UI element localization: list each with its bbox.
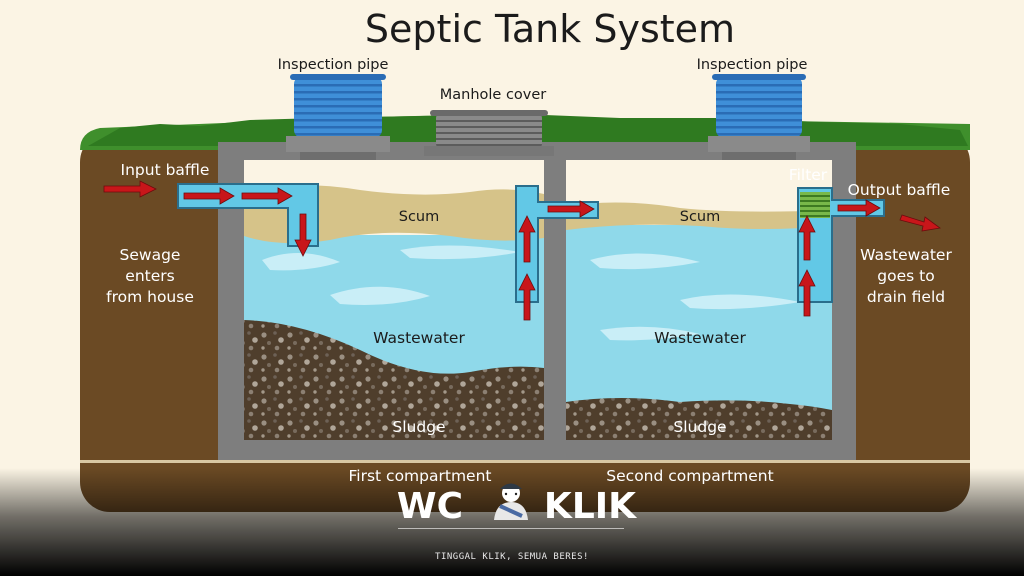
brand-right-text: KLIK [544,486,637,527]
inspection-pipe-right [708,74,810,160]
filter-element [800,192,830,218]
second-compartment-contents [566,202,832,440]
flow-arrow [837,199,881,217]
label-wastewater-right: Wastewater [654,329,746,347]
flow-arrow [518,273,536,321]
label-scum-right: Scum [680,209,721,225]
label-input-baffle: Input baffle [121,161,210,179]
flow-arrow [547,200,595,218]
label-second-compartment: Second compartment [606,467,773,485]
label-wastewater-left: Wastewater [373,329,465,347]
label-sewage-line1: Sewage [120,246,181,264]
inspection-pipe-left [286,74,390,160]
flow-arrow [241,187,293,205]
brand-logo: WC KLIK TINGGAL KLIK, SEMUA BERES! [397,483,637,562]
middle-transfer-pipe [515,185,599,303]
brand-tagline: TINGGAL KLIK, SEMUA BERES! [435,552,589,562]
flow-arrow [899,214,942,232]
flow-arrow [103,180,157,198]
label-wastewater-out-line3: drain field [867,288,945,306]
label-sludge-left: Sludge [392,418,445,436]
label-inspection-pipe-left: Inspection pipe [278,57,389,73]
label-wastewater-out-line1: Wastewater [860,246,952,264]
flow-arrow [798,215,816,261]
label-inspection-pipe-right: Inspection pipe [697,57,808,73]
manhole-cover [424,110,554,156]
label-manhole-cover: Manhole cover [440,87,547,103]
flow-arrow [294,213,312,257]
label-output-baffle: Output baffle [848,181,951,199]
brand-divider [398,528,624,529]
flow-arrows [103,180,942,321]
flow-arrow [518,215,536,263]
label-sewage-line2: enters [125,267,174,285]
label-filter: Filter [789,166,828,184]
mascot-icon [494,483,528,520]
page-title: Septic Tank System [365,7,735,51]
label-sludge-right: Sludge [673,418,726,436]
label-sewage-line3: from house [106,288,194,306]
flow-arrow [798,269,816,317]
label-scum-left: Scum [399,209,440,225]
label-first-compartment: First compartment [349,467,492,485]
flow-arrow [183,187,235,205]
label-wastewater-out-line2: goes to [877,267,934,285]
brand-left-text: WC [397,486,463,527]
